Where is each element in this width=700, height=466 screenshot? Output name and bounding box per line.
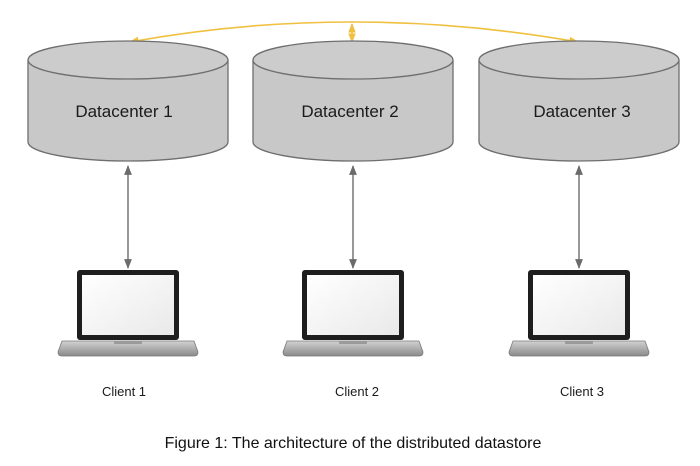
datacenter-label: Datacenter 2 — [301, 102, 398, 121]
figure-caption: Figure 1: The architecture of the distri… — [165, 435, 542, 452]
client-2: Client 2 — [282, 270, 424, 399]
laptop-icon — [508, 270, 650, 357]
datacenter-label: Datacenter 3 — [533, 102, 630, 121]
datacenter-label: Datacenter 1 — [75, 102, 172, 121]
replication-links — [129, 21, 579, 45]
client-1: Client 1 — [57, 270, 199, 399]
client-label: Client 3 — [560, 384, 604, 399]
client-label: Client 2 — [335, 384, 379, 399]
client-3: Client 3 — [508, 270, 650, 399]
laptop-icon — [282, 270, 424, 357]
database-cylinder-icon — [27, 40, 229, 162]
datacenter-1: Datacenter 1 — [27, 40, 229, 162]
database-cylinder-icon — [478, 40, 680, 162]
database-cylinder-icon — [252, 40, 454, 162]
client-links — [124, 165, 583, 269]
datacenter-3: Datacenter 3 — [478, 40, 680, 162]
datacenter-2: Datacenter 2 — [252, 40, 454, 162]
client-label: Client 1 — [102, 384, 146, 399]
replication-link-dc1-dc2 — [129, 21, 353, 45]
laptop-icon — [57, 270, 199, 357]
replication-link-dc2-dc3 — [351, 21, 579, 45]
